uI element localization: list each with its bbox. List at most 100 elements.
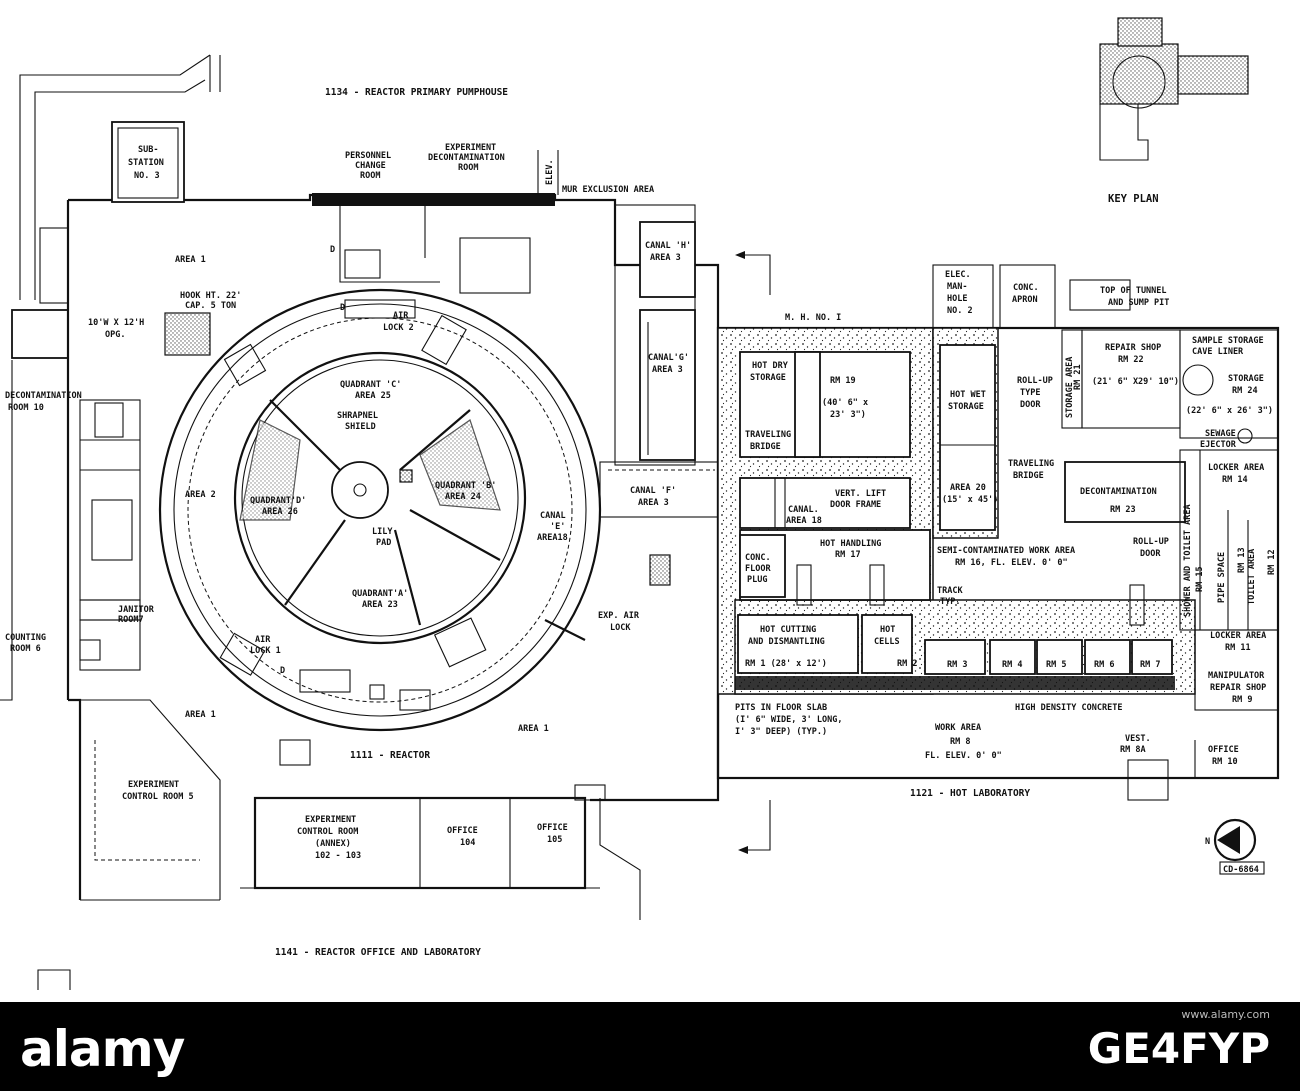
decontamination-room-10-label: DECONTAMINATION xyxy=(5,391,82,401)
storage-area-21-label: STORAGE AREA xyxy=(1065,357,1075,418)
hook-height-label: HOOK HT. 22' xyxy=(180,291,241,301)
canal-area-18-label: CANAL. xyxy=(788,505,819,515)
conc-floor-plug-label: CONC. xyxy=(745,553,771,563)
canal-h-area-label: AREA 3 xyxy=(650,253,681,263)
opening-label: 10'W X 12'H xyxy=(88,318,144,328)
track-label-2: TYP. xyxy=(940,597,960,607)
office-lab-label: 1141 - REACTOR OFFICE AND LABORATORY xyxy=(275,947,481,958)
semi-contaminated-label-2: RM 16, FL. ELEV. 0' 0" xyxy=(955,558,1068,568)
watermark-banner: alamy www.alamy.com GE4FYP xyxy=(0,1002,1300,1091)
roll-up-door-label-2: TYPE xyxy=(1020,388,1040,398)
work-area-label: WORK AREA xyxy=(935,723,981,733)
manipulator-shop-number: RM 9 xyxy=(1232,695,1252,705)
elec-manhole-label-2: MAN- xyxy=(947,282,967,292)
toilet-area-label: TOILET AREA xyxy=(1247,549,1257,605)
reactor-building xyxy=(66,121,771,920)
office-10-label: OFFICE xyxy=(1208,745,1239,755)
decontamination-23-number: RM 23 xyxy=(1110,505,1136,515)
experiment-control-room-5-label-2: CONTROL ROOM 5 xyxy=(122,792,194,802)
office-104-number: 104 xyxy=(460,838,475,848)
hot-dry-storage-label-2: STORAGE xyxy=(750,373,786,383)
north-arrow-label: N xyxy=(1205,837,1210,847)
area-1-bottom-label: AREA 1 xyxy=(518,724,549,734)
hot-handling-number: RM 17 xyxy=(835,550,861,560)
quadrant-a-label: QUADRANT'A' xyxy=(352,589,408,599)
rm-3-label: RM 3 xyxy=(947,660,967,670)
shrapnel-shield-label-2: SHIELD xyxy=(345,422,376,432)
pumphouse-label: 1134 - REACTOR PRIMARY PUMPHOUSE xyxy=(325,87,508,98)
exp-air-lock-label-2: LOCK xyxy=(610,623,631,633)
watermark-image-id: GE4FYP xyxy=(1087,1024,1270,1073)
rm-2-label: RM 2 xyxy=(897,659,917,669)
manipulator-shop-label-2: REPAIR SHOP xyxy=(1210,683,1266,693)
substation-label: SUB- xyxy=(138,145,158,155)
air-lock-2-label: AIR xyxy=(393,311,409,321)
repair-shop-dimensions: (21' 6" X29' 10") xyxy=(1092,377,1179,387)
traveling-bridge-2-label: TRAVELING xyxy=(1008,459,1054,469)
floor-plan-drawing: KEY PLAN xyxy=(0,17,1280,990)
quadrant-d-label: QUADRANT'D' xyxy=(250,496,306,506)
locker-area-14-label: LOCKER AREA xyxy=(1208,463,1264,473)
substation-label-3: NO. 3 xyxy=(134,171,160,181)
conc-apron-label: CONC. xyxy=(1013,283,1039,293)
hot-wet-storage-label-2: STORAGE xyxy=(948,402,984,412)
rm19-dimensions: (40' 6" x xyxy=(822,398,868,408)
hot-cells-label-2: CELLS xyxy=(874,637,900,647)
office-104-label: OFFICE xyxy=(447,826,478,836)
shower-toilet-label: SHOWER AND TOILET AREA xyxy=(1183,504,1193,617)
opening-label-2: OPG. xyxy=(105,330,125,340)
canal-e-area-label: AREA18 xyxy=(537,533,568,543)
rm-6-label: RM 6 xyxy=(1094,660,1114,670)
door-marker: D xyxy=(340,303,345,313)
pits-label-3: I' 3" DEEP) (TYP.) xyxy=(735,727,827,737)
canal-e-letter: 'E' xyxy=(550,522,565,532)
hot-wet-storage-label: HOT WET xyxy=(950,390,986,400)
personnel-change-room-label-2: CHANGE xyxy=(355,161,386,171)
work-area-number: RM 8 xyxy=(950,737,970,747)
decontamination-23-label: DECONTAMINATION xyxy=(1080,487,1157,497)
area-20-label: AREA 20 xyxy=(950,483,986,493)
personnel-change-room-label: PERSONNEL xyxy=(345,151,391,161)
canal-g-label: CANAL'G' xyxy=(648,353,689,363)
elec-manhole-label: ELEC. xyxy=(945,270,971,280)
janitor-room-label: JANITOR xyxy=(118,605,155,615)
traveling-bridge-2-label-2: BRIDGE xyxy=(1013,471,1044,481)
lily-pad-label-2: PAD xyxy=(376,538,391,548)
air-lock-1-label-2: LOCK 1 xyxy=(250,646,281,656)
track-label: TRACK xyxy=(937,586,963,596)
manhole-1-label: M. H. NO. I xyxy=(785,313,841,323)
locker-area-14-number: RM 14 xyxy=(1222,475,1248,485)
canal-g-area-label: AREA 3 xyxy=(652,365,683,375)
janitor-room-label-2: ROOM7 xyxy=(118,615,144,625)
quadrant-c-label: QUADRANT 'C' xyxy=(340,380,401,390)
mur-exclusion-label: MUR EXCLUSION AREA xyxy=(562,185,654,195)
quadrant-b-label: QUADRANT 'B' xyxy=(435,481,496,491)
conc-floor-plug-label-2: FLOOR xyxy=(745,564,771,574)
elec-manhole-label-4: NO. 2 xyxy=(947,306,973,316)
experiment-decon-label-3: ROOM xyxy=(458,163,478,173)
annex-label-3: (ANNEX) xyxy=(315,839,351,849)
storage-area-21-number: RM 21 xyxy=(1073,364,1083,390)
personnel-change-room-label-3: ROOM xyxy=(360,171,380,181)
pipe-space-label: PIPE SPACE xyxy=(1217,552,1227,603)
watermark-logo: alamy xyxy=(20,1020,185,1078)
storage-24-dimensions: (22' 6" x 26' 3") xyxy=(1186,406,1273,416)
annex-label-2: CONTROL ROOM xyxy=(297,827,358,837)
experiment-control-room-5-label: EXPERIMENT xyxy=(128,780,179,790)
roll-up-door-label: ROLL-UP xyxy=(1017,376,1053,386)
office-105-number: 105 xyxy=(547,835,562,845)
area-20-dimensions: (15' x 45') xyxy=(942,495,998,505)
storage-24-number: RM 24 xyxy=(1232,386,1258,396)
exp-air-lock-label: EXP. AIR xyxy=(598,611,640,621)
office-10-number: RM 10 xyxy=(1212,757,1238,767)
site-lines xyxy=(0,54,221,701)
counting-room-label: COUNTING xyxy=(5,633,46,643)
lily-pad-label: LILY xyxy=(372,527,393,537)
roll-up-door-2-label-2: DOOR xyxy=(1140,549,1161,559)
experiment-decon-label-2: DECONTAMINATION xyxy=(428,153,505,163)
experiment-decon-label: EXPERIMENT xyxy=(445,143,496,153)
semi-contaminated-label: SEMI-CONTAMINATED WORK AREA xyxy=(937,546,1075,556)
elec-manhole-label-3: HOLE xyxy=(947,294,967,304)
conc-floor-plug-label-3: PLUG xyxy=(747,575,767,585)
reactor-rings xyxy=(158,249,671,801)
